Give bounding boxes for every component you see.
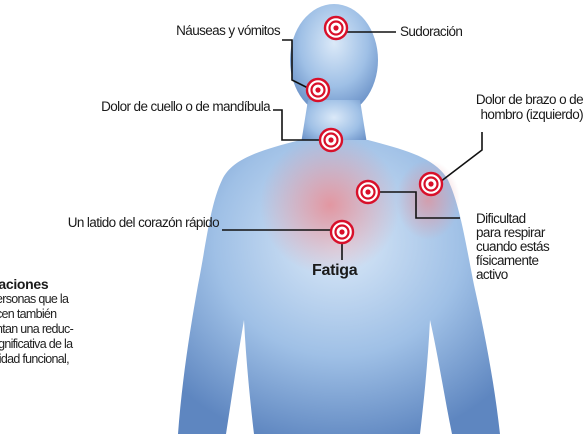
left-arm-area <box>396 160 460 240</box>
label-dificultad-line3: cuando estás <box>476 240 576 254</box>
label-nauseas: Náuseas y vómitos <box>126 23 280 38</box>
sidebar-line: cen también <box>0 307 114 322</box>
target-ring <box>339 229 344 234</box>
sidebar-body: ersonas que la cen también ntan una redu… <box>0 292 114 367</box>
label-brazo: Dolor de brazo o de hombro (izquierdo) <box>430 92 583 122</box>
target-marker-cuello <box>320 129 342 151</box>
target-ring <box>365 189 370 194</box>
label-brazo-line1: Dolor de brazo o de <box>430 92 583 107</box>
target-ring <box>333 25 338 30</box>
label-cuello: Dolor de cuello o de mandíbula <box>32 99 270 114</box>
target-marker-latido <box>331 221 353 243</box>
sidebar-line: tidad funcional, <box>0 352 114 367</box>
label-dificultad: Dificultad para respirar cuando estás fí… <box>476 212 576 282</box>
sidebar-line: ntan una reduc- <box>0 322 114 337</box>
label-dificultad-line4: físicamente <box>476 254 576 268</box>
sidebar-heading: taciones <box>0 276 48 292</box>
target-marker-nauseas <box>307 79 329 101</box>
label-dificultad-line2: para respirar <box>476 226 576 240</box>
label-dificultad-line5: activo <box>476 268 576 282</box>
chest-heart-area <box>260 135 400 275</box>
label-brazo-line2: hombro (izquierdo) <box>430 107 583 122</box>
label-fatiga: Fatiga <box>312 262 357 280</box>
target-ring <box>328 137 333 142</box>
label-sudoracion: Sudoración <box>400 24 462 39</box>
target-ring <box>315 87 320 92</box>
label-latido: Un latido del corazón rápido <box>0 215 219 230</box>
sidebar-line: ignificativa de la <box>0 337 114 352</box>
target-ring <box>428 181 433 186</box>
target-marker-brazo <box>420 173 442 195</box>
label-dificultad-line1: Dificultad <box>476 212 576 226</box>
target-marker-sudoracion <box>325 17 347 39</box>
sidebar-line: ersonas que la <box>0 292 114 307</box>
target-marker-dificultad <box>357 181 379 203</box>
